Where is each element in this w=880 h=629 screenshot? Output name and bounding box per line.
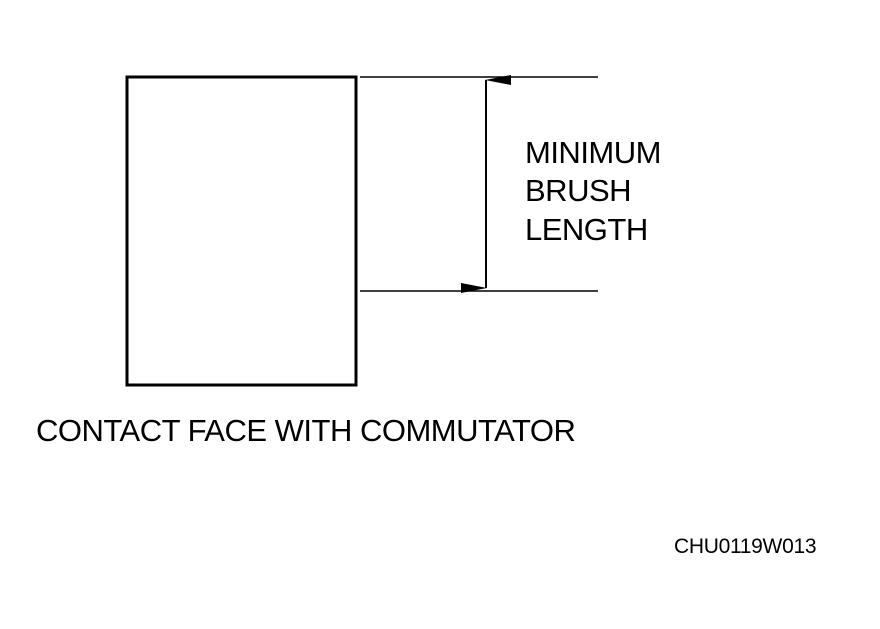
dimension-label-line-3: LENGTH (525, 212, 648, 247)
figure-code: CHU0119W013 (674, 535, 816, 558)
dimension-label-line-2: BRUSH (525, 173, 631, 208)
dimension-label-line-1: MINIMUM (525, 135, 661, 170)
brush-body (125, 75, 358, 387)
contact-face-caption: CONTACT FACE WITH COMMUTATOR (36, 413, 575, 448)
